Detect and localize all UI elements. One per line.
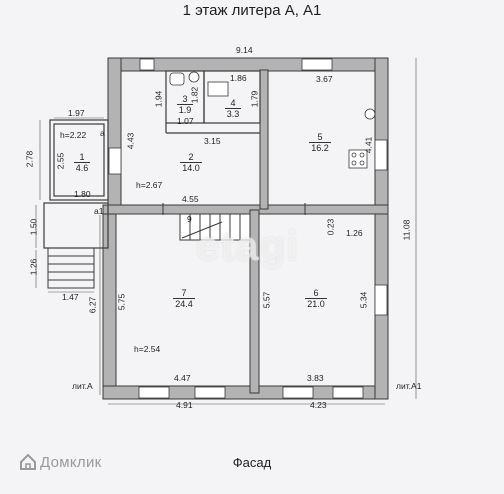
wall-left-lower (102, 205, 117, 400)
label-a1: а1 (94, 206, 104, 216)
door-left (108, 147, 122, 175)
dim-r5-right: 4.41 (363, 136, 374, 154)
window-right-2 (374, 284, 388, 316)
dim-porch-left: 2.78 (24, 150, 35, 168)
dim-stairs-left: 1.26 (28, 258, 39, 276)
dim-r6-small: 0.23 (325, 218, 336, 236)
lit-right-label: лит.А1 (396, 381, 422, 391)
dim-r6-left: 5.57 (261, 291, 272, 309)
dim-r2-bottom: 4.55 (182, 194, 199, 204)
room-7-height: h=2.54 (134, 344, 161, 354)
dim-r6-bottom: 3.83 (307, 373, 324, 383)
window-right-1 (374, 139, 388, 171)
wall-middle (102, 204, 389, 215)
dim-porch-bottom: 1.80 (74, 189, 91, 199)
dim-a1-left: 1.50 (28, 218, 39, 236)
dim-r4-right: 1.79 (249, 90, 260, 108)
brand-mark: Домклик (20, 454, 102, 471)
watermark: etagi (196, 222, 300, 269)
inner-stairs (179, 213, 251, 241)
dim-r3-left: 1.94 (153, 90, 164, 108)
sink-icon (188, 71, 200, 83)
window-bottom-3 (282, 386, 314, 399)
dim-r6-top: 1.26 (346, 228, 363, 238)
dim-r3-bottom: 1.07 (177, 116, 194, 126)
dim-top-total: 9.14 (236, 45, 253, 55)
dim-r7-bottom: 4.47 (174, 373, 191, 383)
stair-number: 9 (187, 214, 192, 224)
plan-title: 1 этаж литера А, А1 (182, 2, 322, 19)
dim-porch-top: 1.97 (68, 108, 85, 118)
window-top-1 (139, 58, 155, 71)
shower-icon (207, 81, 229, 97)
dim-stairs-bottom: 1.47 (62, 292, 79, 302)
dim-r6-right: 5.34 (358, 291, 369, 309)
window-bottom-1 (138, 386, 170, 399)
dim-left-lower: 6.27 (87, 296, 98, 314)
dim-right-total: 11.08 (401, 219, 412, 241)
window-top-2 (301, 58, 333, 71)
dim-r1-inner: 2.55 (55, 152, 66, 170)
wall-left-upper (107, 57, 122, 207)
toilet-icon (169, 72, 185, 86)
lit-left-label: лит.А (72, 381, 93, 391)
outside-stairs (47, 247, 95, 289)
dim-r2-top: 4.43 (125, 132, 136, 150)
dim-bottom-left: 4.91 (176, 400, 193, 410)
room-4-outline (203, 70, 261, 124)
room-2-height: h=2.67 (136, 180, 163, 190)
dim-bottom-right: 4.23 (310, 400, 327, 410)
dim-r5-top: 3.67 (316, 74, 333, 84)
label-a: а (100, 128, 105, 138)
dim-r7-left: 5.75 (116, 293, 127, 311)
house-icon (20, 454, 36, 470)
wall-right (374, 57, 389, 400)
room-1-height: h=2.22 (60, 130, 87, 140)
dim-r2-right: 3.15 (204, 136, 221, 146)
facade-label: Фасад (232, 455, 272, 470)
room-1-outline (49, 119, 109, 201)
window-bottom-2 (194, 386, 226, 399)
brand-name: Домклик (40, 454, 102, 471)
boiler-icon (364, 108, 376, 120)
wall-partition-2-5 (259, 69, 269, 210)
window-bottom-4 (332, 386, 364, 399)
wall-partition-6-7 (249, 209, 260, 394)
dim-r4-top: 1.86 (230, 73, 247, 83)
